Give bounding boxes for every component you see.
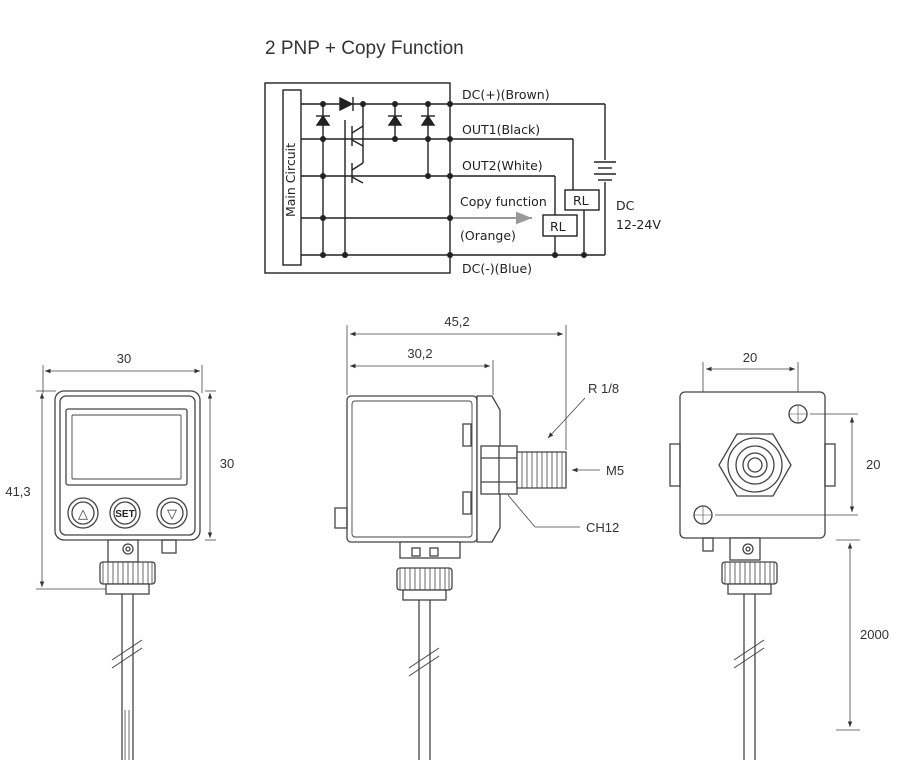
- body-length-dim: 30,2: [407, 346, 432, 361]
- wiring-diagram: [264, 82, 616, 274]
- set-button-label: SET: [115, 509, 134, 520]
- hole-spacing-horizontal-dim: 20: [743, 350, 757, 365]
- main-circuit-label: Main Circuit: [283, 143, 298, 217]
- front-width-dim: 30: [117, 351, 131, 366]
- orange-label: (Orange): [460, 228, 516, 243]
- supply-voltage-label: 12-24V: [616, 217, 661, 232]
- diagram-title: 2 PNP + Copy Function: [265, 38, 464, 59]
- up-button-icon: △: [78, 506, 88, 521]
- front-height-dim: 41,3: [5, 484, 30, 499]
- relay-2-label: RL: [550, 219, 566, 234]
- out2-label: OUT2(White): [462, 158, 543, 173]
- dc-plus-label: DC(+)(Brown): [462, 87, 550, 102]
- front-face-dim: 30: [220, 456, 234, 471]
- hole-spacing-vertical-dim: 20: [866, 457, 880, 472]
- copy-function-label: Copy function: [460, 194, 547, 209]
- supply-label: DC: [616, 198, 635, 213]
- junction-dots: [320, 101, 587, 258]
- relay-2: [542, 214, 578, 237]
- relay-1-label: RL: [573, 193, 589, 208]
- out1-label: OUT1(Black): [462, 122, 540, 137]
- overall-length-dim: 45,2: [444, 314, 469, 329]
- main-circuit-block: [282, 89, 302, 266]
- side-view: [334, 325, 600, 760]
- relay-1: [564, 189, 600, 211]
- cable-length-dim: 2000: [860, 627, 889, 642]
- front-view: [36, 365, 216, 760]
- back-view: [669, 362, 860, 760]
- port-label: M5: [606, 463, 624, 478]
- hex-label: CH12: [586, 520, 619, 535]
- dc-minus-label: DC(-)(Blue): [462, 261, 532, 276]
- thread-label: R 1/8: [588, 381, 619, 396]
- down-button-icon: ▽: [167, 506, 177, 521]
